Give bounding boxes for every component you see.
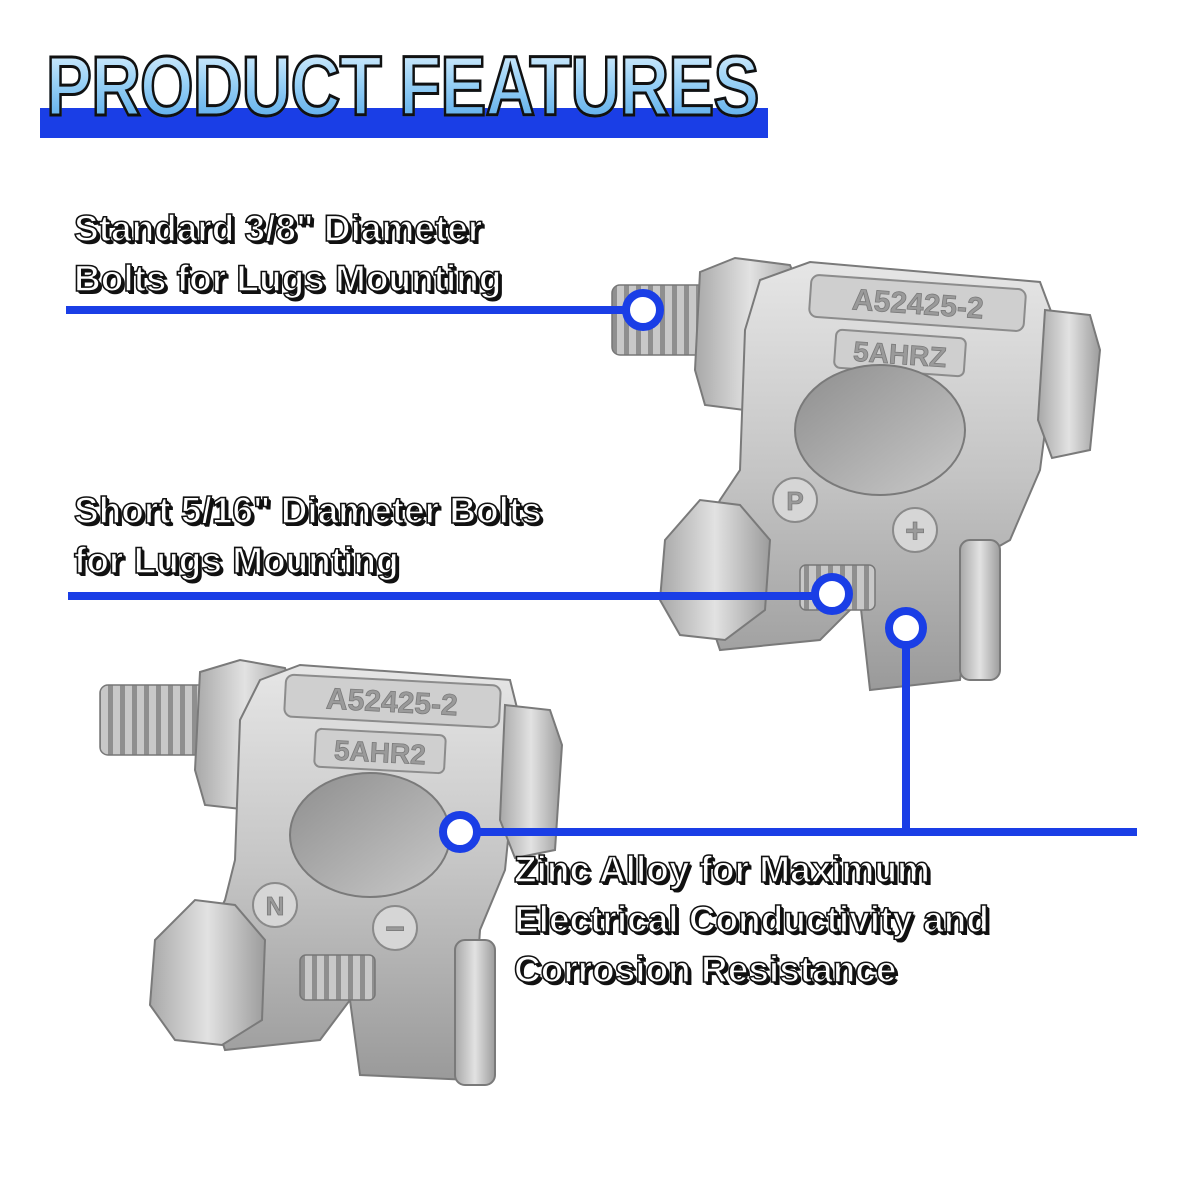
callout-marker-2 — [811, 573, 853, 615]
positive-polarity: + — [905, 512, 925, 550]
negative-terminal — [99, 658, 564, 1086]
lower-hex-nut-lower — [148, 898, 267, 1047]
feature-bolt-5-16-line-2: for Lugs Mounting — [73, 539, 399, 582]
n-marker — [252, 882, 298, 928]
positive-terminal — [611, 256, 1102, 692]
callout-markers — [439, 289, 927, 853]
callout-lines — [66, 306, 1137, 836]
p-marker — [772, 477, 818, 523]
negative-letter: N — [266, 891, 285, 921]
negative-part-number: A52425-2 — [325, 683, 458, 723]
page-title: PRODUCT FEATURES — [45, 38, 761, 135]
feature-bolt-3-8-line-2: Bolts for Lugs Mounting — [73, 257, 502, 300]
code-plate-lower — [313, 727, 447, 775]
post-hole — [794, 364, 966, 496]
feature-bolt-3-8: Standard 3/8" Diameter Bolts for Lugs Mo… — [73, 204, 502, 304]
feature-bolt-5-16-line-1: Short 5/16" Diameter Bolts — [73, 489, 542, 532]
negative-polarity: − — [385, 910, 405, 948]
hex-nut-right-lower — [498, 703, 564, 860]
hex-nut-right — [1036, 308, 1102, 460]
positive-code: 5AHRZ — [852, 336, 947, 373]
plus-marker — [892, 507, 938, 553]
minus-marker — [372, 905, 418, 951]
callout-marker-3 — [885, 607, 927, 649]
feature-zinc-alloy-line-2: Electrical Conductivity and — [513, 898, 990, 941]
callout-marker-4 — [439, 811, 481, 853]
feature-bolt-3-8-line-1: Standard 3/8" Diameter — [73, 207, 483, 250]
lower-hex-nut — [658, 498, 772, 642]
part-number-plate-lower — [283, 673, 502, 729]
negative-code: 5AHR2 — [333, 735, 426, 771]
feature-zinc-alloy-line-3: Corrosion Resistance — [513, 948, 897, 991]
feature-zinc-alloy: Zinc Alloy for Maximum Electrical Conduc… — [513, 845, 990, 995]
feature-zinc-alloy-line-1: Zinc Alloy for Maximum — [513, 848, 931, 891]
post-hole-lower — [289, 772, 451, 898]
positive-letter: P — [786, 486, 803, 516]
lower-nut-cap-lower — [454, 939, 496, 1086]
title-underline-bar — [40, 108, 768, 138]
callout-marker-1 — [622, 289, 664, 331]
part-number-plate — [808, 274, 1027, 332]
lower-nut-cap — [959, 539, 1001, 681]
feature-bolt-5-16: Short 5/16" Diameter Bolts for Lugs Moun… — [73, 486, 542, 586]
bolt-thread-lower-small — [299, 954, 376, 1001]
